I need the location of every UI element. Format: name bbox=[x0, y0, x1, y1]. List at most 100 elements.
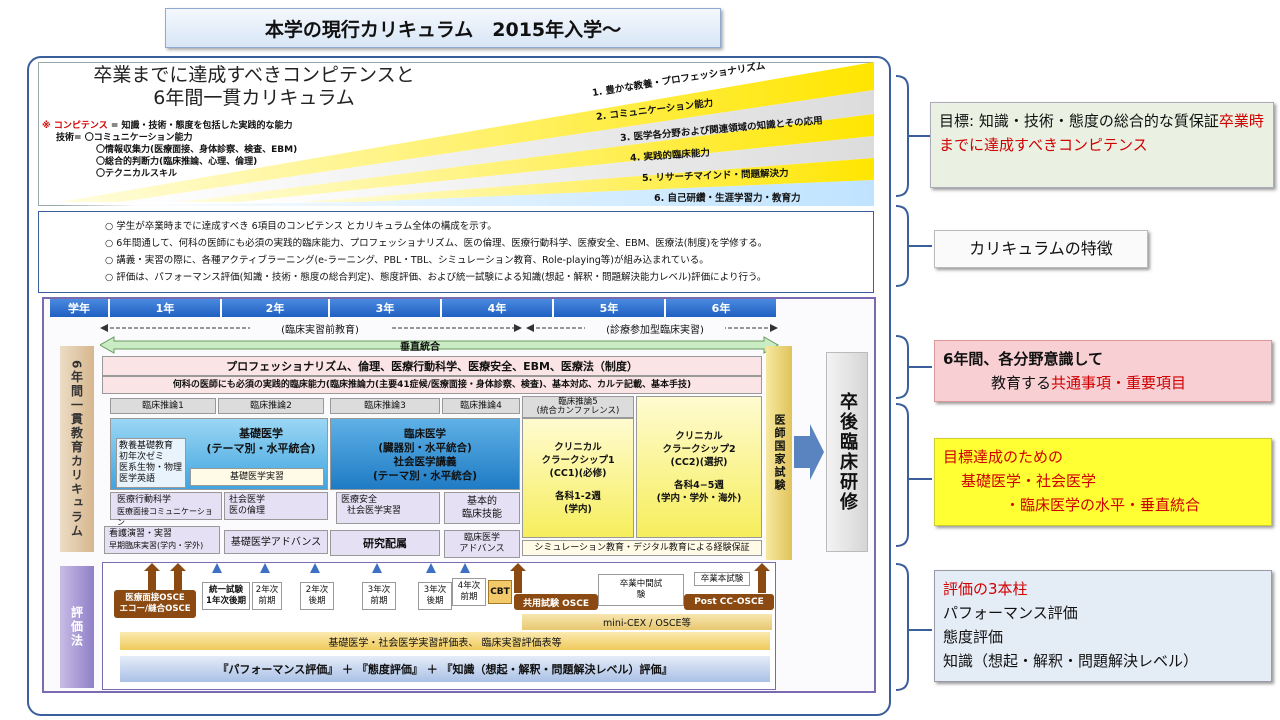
basic-medicine-title: 基礎医学 (テーマ別・水平統合) bbox=[194, 424, 328, 458]
clinical-medicine-title: 臨床医学 (臓器別・水平統合) 社会医学講義 (テーマ別・水平統合) bbox=[330, 422, 520, 488]
competence-def-text: = 知識・技術・態度を包括した実践的な能力 bbox=[107, 121, 293, 131]
note-common-highlight: 共通事項・重要項目 bbox=[1051, 374, 1187, 392]
exam-marker-icon bbox=[260, 563, 270, 573]
liberal-arts-box: 教養基礎教育 初年次ゼミ 医系生物・物理 医学英語 bbox=[116, 438, 186, 488]
year-3: 3年 bbox=[330, 299, 440, 317]
behavioral-science: 医療行動科学 医療面接コミュニケーション bbox=[110, 492, 222, 527]
year-1: 1年 bbox=[110, 299, 220, 317]
basic-practice: 基礎医学実習 bbox=[190, 468, 324, 486]
medical-safety: 医療安全 社会医学実習 bbox=[336, 492, 440, 524]
liberal-item: 医系生物・物理 bbox=[119, 463, 183, 473]
note-common: 6年間、各分野意識して 教育する共通事項・重要項目 bbox=[934, 340, 1272, 402]
exam-line: 3年次 bbox=[423, 585, 447, 595]
cc2-line: (CC2)(選択) bbox=[670, 456, 728, 468]
cc1-line: (CC1)(必修) bbox=[549, 467, 607, 479]
note-goal-highlight: 卒業時までに達成すべきコンピテンス bbox=[939, 112, 1264, 154]
reasoning-2: 臨床推論2 bbox=[218, 398, 324, 414]
exam-marker-icon bbox=[212, 563, 222, 573]
clinical-title: 臨床医学 bbox=[404, 428, 446, 440]
early-line: 早期臨床実習(学内・学外) bbox=[109, 541, 204, 550]
competence-heading: 卒業までに達成すべきコンピテンスと 6年間一貫カリキュラム bbox=[44, 64, 464, 110]
exam-line: 前期 bbox=[370, 596, 388, 606]
cc2-line: (学内・学外・海外) bbox=[656, 492, 742, 504]
cc1-line: 各科1-2週 bbox=[555, 490, 601, 502]
skill-item: 〇情報収集力(医療面接、身体診察、検査、EBM) bbox=[96, 145, 298, 155]
note-eval-item: 知識（想起・解釈・問題解決レベル） bbox=[943, 652, 1199, 670]
cc2-line: 各科4−5週 bbox=[674, 479, 724, 491]
note-integration-line: ・臨床医学の水平・垂直統合 bbox=[1005, 496, 1201, 514]
post-graduate-training: 卒後臨床研修 bbox=[826, 352, 868, 552]
exam-line: 後期 bbox=[426, 596, 444, 606]
basic-clinical-skills: 基本的 臨床技能 bbox=[444, 492, 520, 524]
note-integration: 目標達成のための 基礎医学・社会医学 ・臨床医学の水平・垂直統合 bbox=[934, 438, 1272, 526]
clinical-medicine-block bbox=[330, 418, 520, 490]
clinical-advance: 臨床医学 アドバンス bbox=[444, 530, 520, 558]
main-frame bbox=[27, 56, 891, 716]
note-goal-text: 目標: 知識・技術・態度の総合的な質保証 bbox=[939, 112, 1219, 130]
osce-first: 医療面接OSCE エコー/縫合OSCE bbox=[114, 590, 196, 618]
reasoning-5: 臨床推論5 (統合カンファレンス) bbox=[522, 396, 634, 418]
competence-definition: ※ コンピテンス = 知識・技術・態度を包括した実践的な能力 技術= 〇コミュニ… bbox=[42, 120, 362, 180]
evaluation-bar-2: 『パフォーマンス評価』 ＋ 『態度評価』 ＋ 『知識（想起・解釈・問題解決レベル… bbox=[120, 656, 770, 682]
exam-4: 3年次 前期 bbox=[362, 582, 396, 610]
social-line: 医の倫理 bbox=[229, 506, 266, 516]
social-medicine: 社会医学 医の倫理 bbox=[224, 492, 328, 520]
note-goal: 目標: 知識・技術・態度の総合的な質保証卒業時までに達成すべきコンピテンス bbox=[930, 102, 1274, 188]
basic-sub: (テーマ別・水平統合) bbox=[206, 442, 316, 455]
liberal-item: 初年次ゼミ bbox=[119, 452, 165, 462]
note-integration-line: 目標達成のための bbox=[943, 448, 1064, 466]
exam-2: 2年次 前期 bbox=[252, 582, 282, 610]
feature-item: ○ 6年間通して、何科の医師にも必須の実践的臨床能力、プロフェッショナリズム、医… bbox=[105, 238, 768, 249]
exam-3: 2年次 後期 bbox=[300, 582, 334, 610]
clinical-sub2: 社会医学講義 bbox=[393, 456, 457, 468]
note-common-line2: 教育する bbox=[991, 374, 1052, 392]
safety-line: 社会医学実習 bbox=[347, 506, 402, 516]
wedge-band-5 bbox=[300, 158, 874, 202]
exam-marker-icon bbox=[426, 563, 436, 573]
competence-heading-line1: 卒業までに達成すべきコンピテンスと bbox=[93, 64, 415, 86]
basic-title: 基礎医学 bbox=[239, 427, 283, 440]
post-cc-osce: Post CC-OSCE bbox=[684, 594, 774, 610]
wedge-band-1 bbox=[60, 62, 874, 202]
right-arrow-icon bbox=[794, 424, 824, 480]
reasoning-4: 臨床推論4 bbox=[442, 398, 520, 414]
cc1-line: (学内) bbox=[564, 503, 592, 515]
exam-line: 2年次 bbox=[305, 585, 329, 595]
behav-line: 医療行動科学 bbox=[117, 495, 172, 505]
feature-item: ○ 講義・実習の際に、各種アクティブラーニング(e-ラーニング、PBL・TBL、… bbox=[105, 255, 709, 266]
reasoning-5-sub: (統合カンファレンス) bbox=[536, 406, 620, 416]
mid-exam-line: 験 bbox=[636, 590, 646, 600]
cc1-line: クラークシップ1 bbox=[541, 454, 615, 466]
osce-arrow-icon bbox=[754, 563, 770, 593]
wedge-band-4 bbox=[240, 136, 874, 202]
wedge-band-2 bbox=[120, 90, 874, 202]
skill-item: 〇テクニカルスキル bbox=[96, 169, 178, 179]
mid-exam-line: 卒業中間試 bbox=[619, 579, 663, 589]
clinical-sub3: (テーマ別・水平統合) bbox=[372, 470, 478, 482]
competence-wedge bbox=[60, 62, 874, 206]
feature-item: ○ 評価は、パフォーマンス評価(知識・技術・態度の総合判定)、態度評価、および統… bbox=[105, 272, 767, 283]
reasoning-1: 臨床推論1 bbox=[110, 398, 216, 414]
clinical-label: (診療参加型臨床実習) bbox=[585, 321, 725, 336]
grade-label: 学年 bbox=[50, 299, 108, 317]
grad-exam: 卒業本試験 bbox=[694, 572, 750, 586]
early-line: 看護演習・実習 bbox=[109, 529, 173, 539]
osce1-line: 医療面接OSCE bbox=[125, 593, 185, 603]
clin-adv-line: アドバンス bbox=[459, 544, 505, 554]
clerkship-1: クリニカル クラークシップ1 (CC1)(必修) 各科1-2週 (学内) bbox=[522, 418, 634, 538]
mini-cex-bar: mini-CEX / OSCE等 bbox=[522, 614, 772, 630]
wedge-band-3 bbox=[180, 114, 874, 202]
note-eval-item: 態度評価 bbox=[943, 628, 1004, 646]
basic-tech-line: 臨床技能 bbox=[462, 509, 502, 520]
osce-arrow-icon bbox=[170, 563, 186, 593]
exam-marker-icon bbox=[310, 563, 320, 573]
common-row-1: プロフェッショナリズム、倫理、医療行動科学、医療安全、EBM、医療法（制度） bbox=[102, 356, 762, 376]
osce1-line: エコー/縫合OSCE bbox=[119, 604, 191, 614]
note-features: カリキュラムの特徴 bbox=[934, 230, 1148, 268]
exam-line: 3年次 bbox=[367, 585, 391, 595]
exam-line: 1年次後期 bbox=[206, 596, 246, 606]
evaluation-label: 評価法 bbox=[60, 566, 94, 688]
features-panel: ○ 学生が卒業時までに達成すべき 6項目のコンピテンス とカリキュラム全体の構成… bbox=[38, 211, 874, 293]
liberal-item: 医学英語 bbox=[119, 474, 156, 484]
note-integration-line: 基礎医学・社会医学 bbox=[961, 472, 1097, 490]
